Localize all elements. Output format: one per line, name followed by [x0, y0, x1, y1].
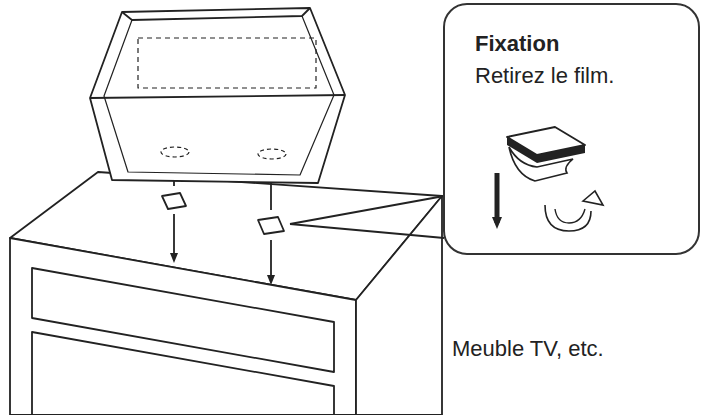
callout-box: FixationRetirez le film. — [443, 3, 700, 255]
down-arrow — [173, 214, 175, 258]
callout-tail — [290, 196, 444, 224]
pad — [258, 217, 284, 234]
callout-heading: Fixation — [475, 31, 559, 56]
furniture-label: Meuble TV, etc. — [452, 336, 604, 362]
cabinet-front — [10, 238, 356, 415]
speaker-grille — [138, 38, 316, 88]
pad — [162, 193, 186, 209]
cabinet-side — [356, 196, 442, 415]
drawer — [32, 332, 334, 415]
down-arrow — [270, 240, 272, 280]
speaker-body — [90, 8, 345, 183]
callout-instruction: Retirez le film. — [475, 63, 614, 88]
callout-tail — [290, 224, 444, 238]
